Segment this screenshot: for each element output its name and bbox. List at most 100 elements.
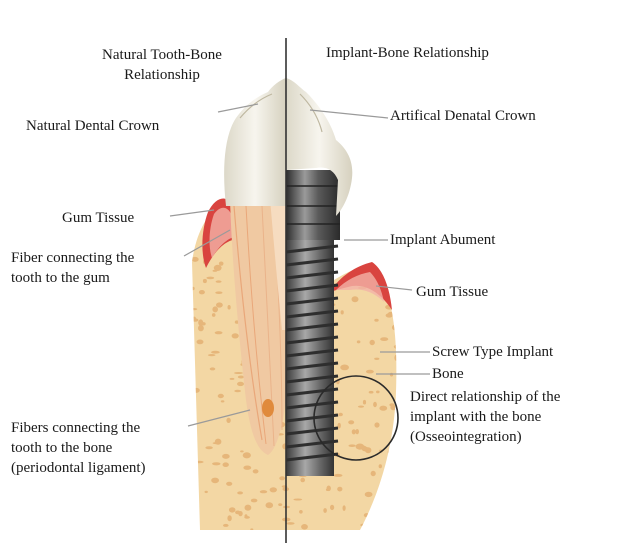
bone-spot — [212, 462, 220, 465]
bone-spot — [197, 340, 204, 345]
bone-spot — [226, 482, 232, 486]
bone-spot — [352, 296, 359, 302]
natural-crown — [224, 78, 286, 206]
bone-spot — [366, 370, 374, 374]
bone-spot — [191, 287, 195, 290]
bone-spot — [226, 418, 230, 423]
bone-spot — [365, 492, 373, 497]
bone-spot — [300, 478, 305, 483]
bone-spot — [355, 429, 359, 434]
bone-spot — [379, 406, 387, 411]
bone-spot — [260, 490, 267, 493]
bone-spot — [187, 522, 194, 525]
bone-spot — [393, 524, 398, 526]
label-gum-tissue-left: Gum Tissue — [62, 209, 134, 228]
bone-spot — [219, 262, 224, 266]
label-fibers-bone-3: (periodontal ligament) — [11, 459, 146, 478]
bone-spot — [270, 487, 277, 492]
bone-spot — [187, 392, 195, 397]
bone-spot — [301, 524, 308, 530]
label-osseo-3: (Osseointegration) — [410, 428, 522, 447]
bone-spot — [373, 224, 380, 227]
bone-spot — [381, 483, 388, 488]
bone-spot — [237, 491, 243, 494]
bone-spot — [388, 450, 392, 453]
bone-spot — [240, 450, 244, 452]
bone-spot — [334, 474, 343, 477]
bone-spot — [374, 422, 379, 427]
label-fibers-bone-2: tooth to the bone — [11, 439, 112, 458]
label-artificial-crown: Artifical Denatal Crown — [390, 107, 536, 126]
bone-spot — [251, 499, 258, 503]
bone-spot — [237, 382, 244, 386]
bone-spot — [337, 487, 342, 492]
bone-spot — [369, 391, 374, 394]
bone-spot — [371, 471, 376, 476]
label-bone: Bone — [432, 365, 464, 384]
bone-spot — [374, 319, 378, 322]
bone-spot — [218, 394, 224, 398]
bone-spot — [191, 308, 198, 310]
bone-spot — [374, 510, 379, 516]
bone-spot — [391, 495, 395, 498]
bone-spot — [373, 250, 377, 253]
bone-spot — [215, 331, 223, 334]
bone-spot — [370, 340, 375, 345]
bone-spot — [352, 429, 356, 434]
label-osseo-2: implant with the bone — [410, 408, 541, 427]
label-fiber-gum-2: tooth to the gum — [11, 269, 110, 288]
bone-spot — [394, 209, 398, 214]
bone-spot — [238, 376, 244, 379]
bone-spot — [343, 505, 346, 511]
bone-spot — [216, 302, 223, 307]
bone-spot — [250, 528, 253, 530]
label-osseo-1: Direct relationship of the — [410, 388, 560, 407]
bone-spot — [394, 344, 403, 349]
heading-implant: Implant-Bone Relationship — [326, 44, 489, 63]
bone-spot — [357, 340, 361, 343]
bone-spot — [205, 491, 208, 493]
bone-spot — [198, 319, 203, 325]
bone-spot — [286, 522, 294, 525]
bone-spot — [222, 454, 230, 459]
label-implant-abutment: Implant Abument — [390, 231, 495, 250]
implant-abutment — [286, 170, 340, 240]
bone-spot — [198, 325, 204, 331]
bone-spot — [354, 253, 358, 255]
bone-spot — [386, 313, 393, 317]
bone-spot — [266, 502, 274, 508]
heading-natural-line1: Natural Tooth-Bone — [74, 46, 250, 65]
bone-spot — [349, 444, 356, 447]
bone-spot — [228, 305, 231, 310]
bone-spot — [367, 217, 370, 223]
label-natural-crown: Natural Dental Crown — [26, 117, 159, 136]
bone-spot — [356, 444, 365, 450]
bone-spot — [199, 290, 205, 294]
bone-spot — [253, 469, 259, 473]
bone-spot — [243, 452, 251, 458]
bone-spot — [235, 511, 240, 515]
bone-spot — [208, 354, 216, 356]
bone-spot — [230, 378, 235, 380]
bone-spot — [363, 400, 366, 405]
bone-spot — [211, 351, 220, 354]
bone-spot — [221, 400, 225, 402]
bone-spot — [390, 405, 396, 410]
bone-spot — [193, 388, 200, 393]
bone-spot — [278, 503, 282, 506]
bone-spot — [392, 325, 399, 331]
bone-spot — [293, 499, 302, 501]
bone-spot — [203, 279, 207, 283]
bone-spot — [243, 466, 251, 470]
bone-spot — [374, 358, 379, 360]
bone-spot — [206, 277, 214, 280]
bone-spot — [234, 390, 241, 393]
bone-spot — [358, 406, 364, 408]
bone-spot — [393, 266, 397, 268]
bone-spot — [214, 265, 222, 271]
bone-spot — [379, 464, 382, 468]
bone-spot — [353, 216, 359, 219]
bone-spot — [389, 464, 398, 467]
bone-spot — [338, 413, 343, 417]
